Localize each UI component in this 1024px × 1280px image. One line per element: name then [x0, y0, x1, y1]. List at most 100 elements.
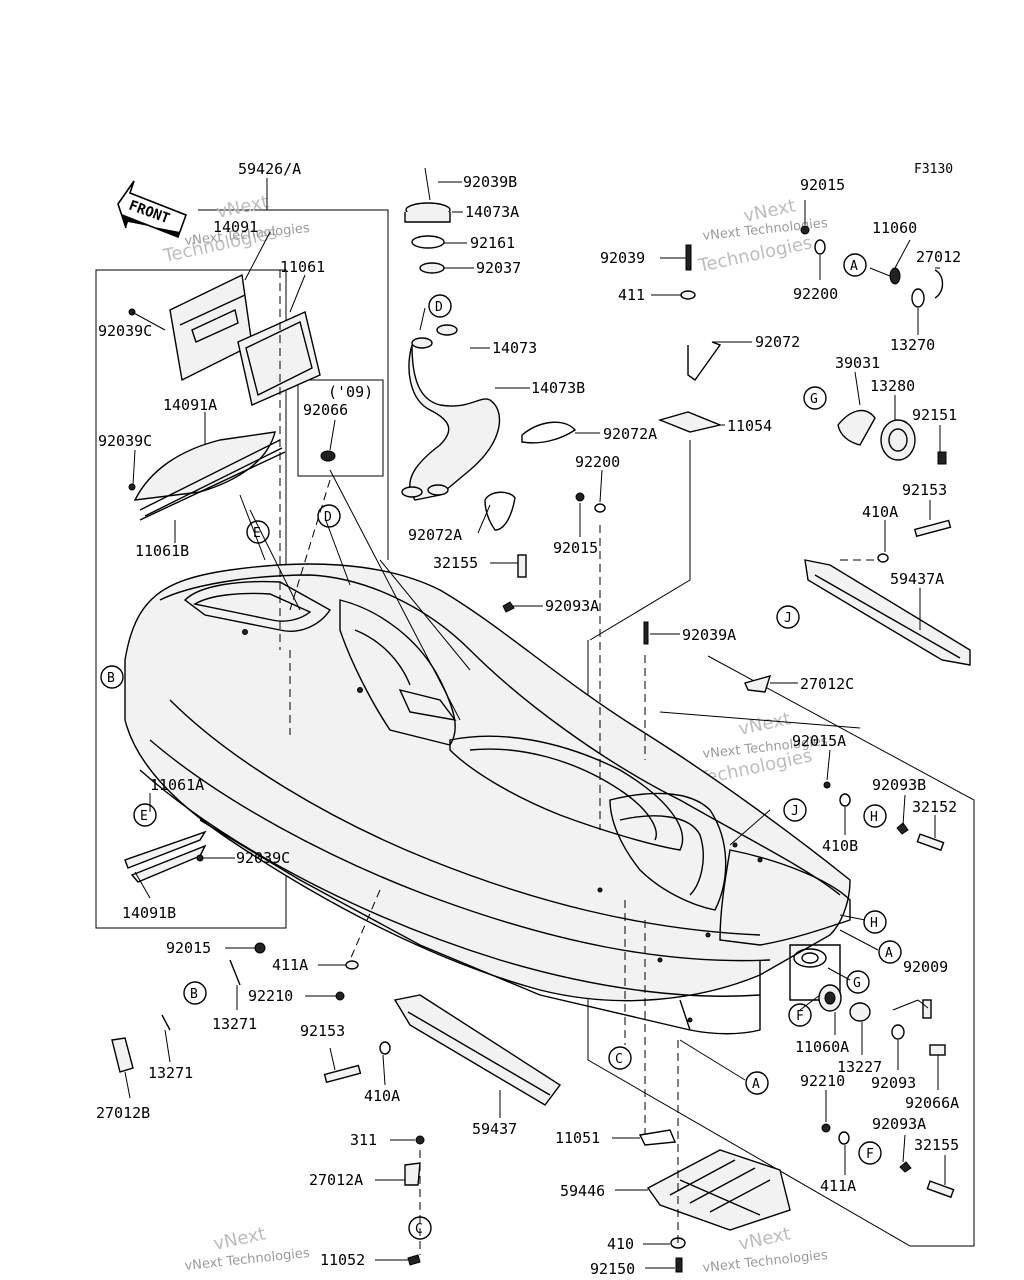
label-11051: 11051 — [555, 1129, 600, 1147]
bolt-92039A-icon — [643, 621, 649, 645]
clip-92093A-lower-icon — [899, 1161, 912, 1173]
callout-E-lower: E — [133, 803, 157, 827]
label-92037: 92037 — [476, 259, 521, 277]
figure-code: F3130 — [914, 162, 953, 177]
svg-text:C: C — [415, 1222, 423, 1237]
washer-410A-lower-icon — [379, 1041, 391, 1055]
nozzle-13280 — [880, 419, 916, 461]
label-14091B: 14091B — [122, 904, 176, 922]
label-92093A-1: 92093A — [545, 597, 599, 615]
svg-text:H: H — [870, 810, 878, 825]
svg-text:A: A — [752, 1077, 760, 1092]
label-410: 410 — [607, 1235, 634, 1253]
washer-411A-right-icon — [838, 1131, 850, 1145]
cone-39031 — [837, 409, 876, 446]
clip-27012C-icon — [744, 674, 772, 693]
nut-92210-right-icon — [821, 1123, 831, 1133]
grommet-11060A — [818, 984, 842, 1012]
washer-410B-icon — [839, 793, 851, 807]
nut-92015A-icon — [823, 781, 831, 789]
svg-text:vNext Technologies: vNext Technologies — [184, 1246, 311, 1274]
callout-C-mid: C — [608, 1046, 632, 1070]
label-92039B: 92039B — [463, 173, 517, 191]
label-92072A-2: 92072A — [408, 526, 462, 544]
callout-A-top: A — [843, 253, 867, 277]
label-14091: 14091 — [213, 218, 258, 236]
duct-14073 — [401, 167, 501, 501]
clip-27012-icon — [934, 269, 944, 299]
label-92093A-2: 92093A — [872, 1115, 926, 1133]
bolt-92153-icon — [913, 519, 952, 538]
top-frame — [198, 209, 389, 560]
svg-text:F: F — [796, 1009, 804, 1024]
label-410A-1: 410A — [862, 503, 898, 521]
callout-G-lower: G — [846, 970, 870, 994]
fitting-32155-lower-icon — [926, 1180, 955, 1199]
clip-27012A-icon — [404, 1162, 421, 1186]
svg-text:F: F — [866, 1147, 874, 1162]
label-32155-1: 32155 — [433, 554, 478, 572]
cover-14091B — [124, 830, 207, 883]
label-11061A: 11061A — [150, 776, 204, 794]
label-92066: 92066 — [303, 401, 348, 419]
callout-B-left: B — [100, 665, 124, 689]
washer-92093-icon — [891, 1024, 905, 1040]
label-92015-3: 92015 — [166, 939, 211, 957]
callouts: B E D D A G J J H E H A G F B C A F C — [100, 253, 902, 1240]
label-92039C-3: 92039C — [236, 849, 290, 867]
label-13280: 13280 — [870, 377, 915, 395]
label-92015A: 92015A — [792, 732, 846, 750]
grommet-11060-icon — [889, 267, 901, 285]
callout-G-top: G — [803, 386, 827, 410]
label-32152: 32152 — [912, 798, 957, 816]
label-27012C: 27012C — [800, 675, 854, 693]
washer-410A-icon — [877, 553, 889, 563]
bracket-11051-icon — [638, 1129, 677, 1146]
svg-text:A: A — [850, 259, 858, 274]
callout-J-right: J — [783, 798, 807, 822]
label-92200-2: 92200 — [793, 285, 838, 303]
leader-lines — [124, 178, 946, 1269]
bolt-92151-icon — [937, 451, 947, 465]
label-39031: 39031 — [835, 354, 880, 372]
part-labels: 59426/A 14091 11061 92039C 14091A 92039C… — [96, 160, 961, 1278]
svg-text:H: H — [870, 916, 878, 931]
callout-C-lower: C — [408, 1216, 432, 1240]
watermark: vNext Technologies vNext Technologies vN… — [156, 191, 829, 1276]
svg-text:D: D — [324, 510, 332, 525]
label-11061: 11061 — [280, 258, 325, 276]
label-92093: 92093 — [871, 1074, 916, 1092]
cover-14091 — [169, 273, 253, 382]
callout-H-upper: H — [863, 804, 887, 828]
fitting-32152-icon — [916, 833, 945, 852]
cap-92066-icon — [320, 450, 336, 462]
svg-text:C: C — [615, 1052, 623, 1067]
callout-F-lower: F — [858, 1141, 882, 1165]
bracket-11054 — [657, 411, 723, 433]
label-14073: 14073 — [492, 339, 537, 357]
nut-92210-icon — [335, 991, 345, 1001]
svg-text:G: G — [853, 976, 861, 991]
label-92093B: 92093B — [872, 776, 926, 794]
gasket-11061 — [237, 311, 321, 406]
nut-92015-top-icon — [800, 225, 810, 235]
svg-text:E: E — [140, 809, 148, 824]
callout-E-upper: E — [246, 520, 270, 544]
label-13271-1: 13271 — [212, 1015, 257, 1033]
svg-text:B: B — [107, 671, 115, 686]
clip-92093A-icon — [502, 601, 515, 613]
label-27012B: 27012B — [96, 1104, 150, 1122]
svg-text:G: G — [810, 392, 818, 407]
label-11052: 11052 — [320, 1251, 365, 1269]
cap-13227 — [849, 1002, 871, 1022]
clip-11052-icon — [407, 1254, 421, 1266]
label-11060: 11060 — [872, 219, 917, 237]
svg-text:J: J — [791, 804, 799, 819]
label-92210-1: 92210 — [248, 987, 293, 1005]
bolt-92153-lower-icon — [323, 1064, 362, 1084]
svg-text:vNext: vNext — [737, 1223, 793, 1254]
label-92015-1: 92015 — [553, 539, 598, 557]
grate-59446 — [646, 1149, 791, 1231]
label-411A-2: 411A — [820, 1177, 856, 1195]
